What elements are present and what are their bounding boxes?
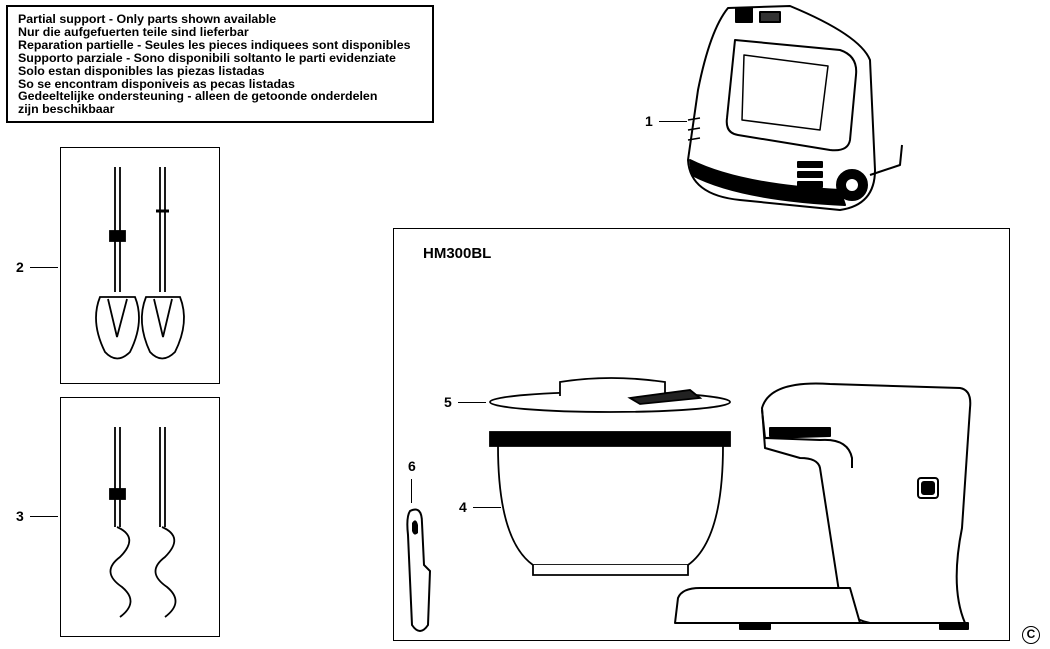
notice-line: Nur die aufgefuerten teile sind lieferba… — [18, 24, 249, 39]
bowl-drawing[interactable] — [488, 430, 733, 580]
callout-number: 2 — [16, 259, 24, 275]
notice-line: Solo estan disponibles las piezas listad… — [18, 63, 265, 78]
partial-support-notice: Partial support - Only parts shown avail… — [6, 5, 434, 123]
callout-number: 4 — [459, 499, 467, 515]
callout-3: 3 — [16, 509, 58, 523]
callout-6: 6 — [408, 459, 416, 503]
notice-line: Gedeeltelijke ondersteuning - alleen de … — [18, 89, 378, 104]
notice-line: Supporto parziale - Sono disponibili sol… — [18, 50, 396, 65]
spatula-drawing[interactable] — [400, 505, 436, 640]
hand-mixer-drawing[interactable] — [680, 0, 910, 220]
callout-4: 4 — [459, 500, 501, 514]
stand-base-drawing[interactable] — [670, 378, 980, 633]
beaters-box — [60, 147, 220, 384]
leader-line — [658, 120, 687, 122]
dough-hooks-box — [60, 397, 220, 637]
copyright-mark: C — [1022, 626, 1040, 644]
notice-line: zijn beschikbaar — [18, 102, 115, 117]
callout-number: 1 — [645, 113, 653, 129]
leader-line — [29, 266, 58, 268]
callout-number: 5 — [444, 394, 452, 410]
leader-line — [472, 506, 501, 508]
notice-line: So se encontram disponiveis as pecas lis… — [18, 76, 295, 91]
notice-line: Partial support - Only parts shown avail… — [18, 12, 277, 26]
leader-line — [457, 401, 486, 403]
notice-line: Reparation partielle - Seules les pieces… — [18, 37, 411, 52]
leader-line — [29, 515, 58, 517]
callout-1: 1 — [645, 114, 687, 128]
beaters-drawing[interactable] — [60, 147, 220, 384]
model-label: HM300BL — [423, 245, 492, 262]
callout-5: 5 — [444, 395, 486, 409]
dough-hooks-drawing[interactable] — [60, 397, 220, 637]
lid-drawing[interactable] — [489, 370, 740, 420]
callout-2: 2 — [16, 260, 58, 274]
callout-number: 6 — [408, 458, 416, 474]
callout-number: 3 — [16, 508, 24, 524]
leader-line — [411, 479, 413, 503]
